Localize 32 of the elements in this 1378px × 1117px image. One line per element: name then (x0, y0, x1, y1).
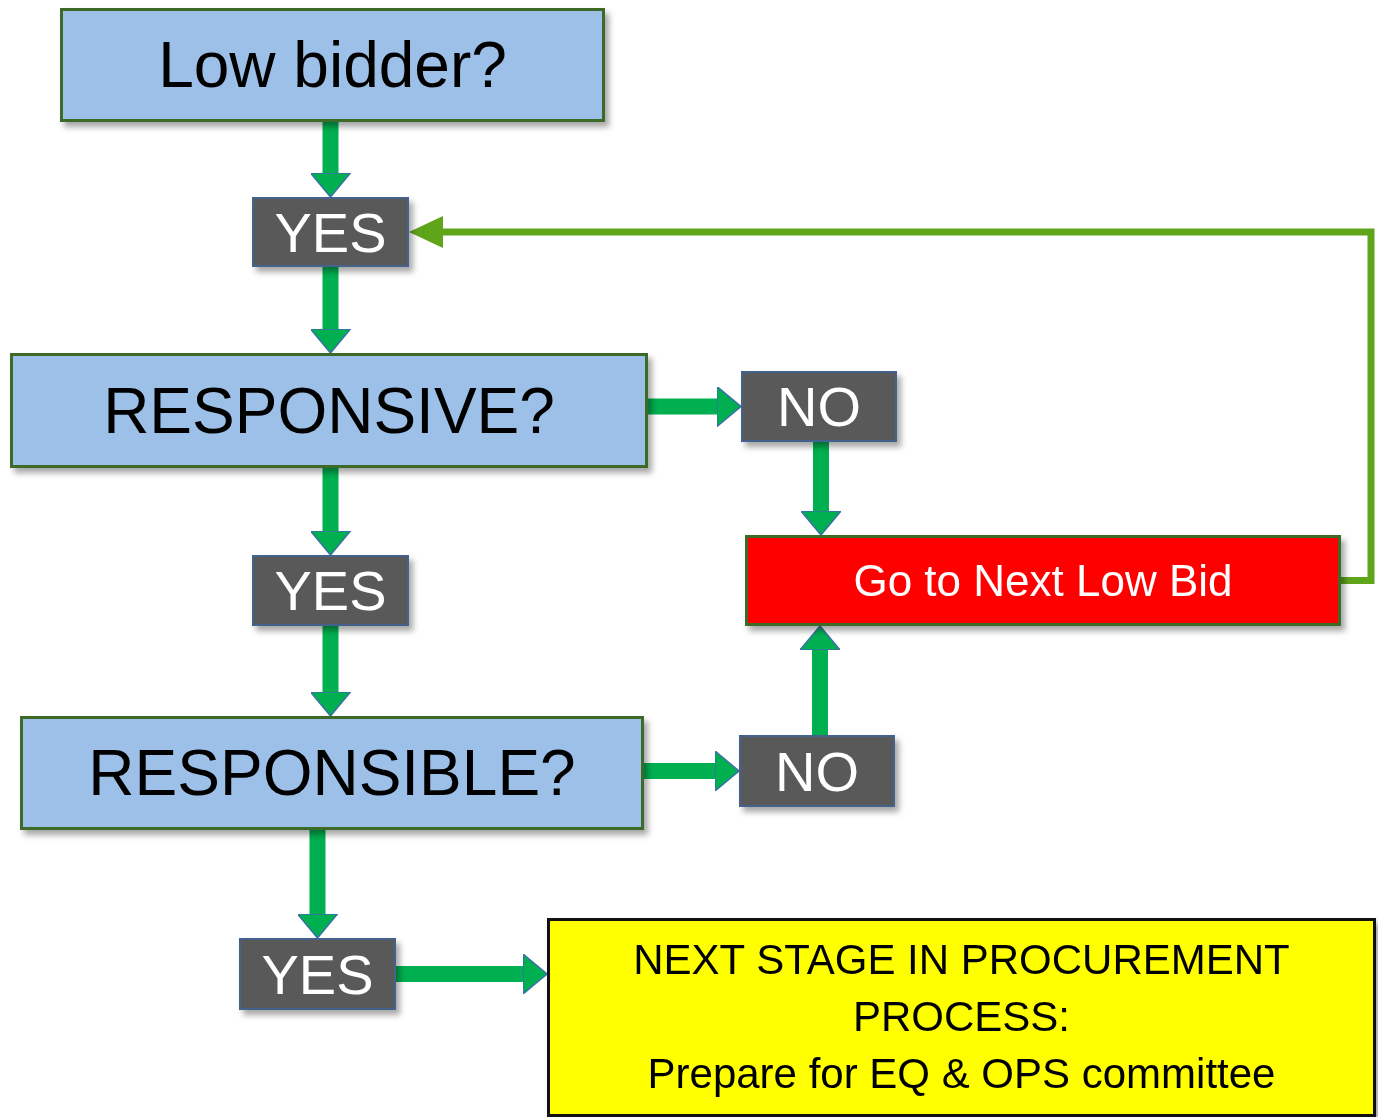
box-text: NO (775, 738, 859, 804)
answer-box (239, 938, 396, 1010)
block-arrow (396, 953, 548, 995)
box-text: YES (261, 941, 374, 1007)
answer-box (741, 371, 897, 442)
outcome-box (547, 918, 1376, 1117)
box-text: RESPONSIVE? (103, 373, 555, 448)
answer-box (739, 735, 895, 807)
block-arrow (799, 625, 841, 735)
block-arrow (309, 468, 352, 556)
decision-box (10, 353, 648, 468)
box-text: RESPONSIBLE? (88, 736, 576, 810)
decision-box (60, 8, 605, 122)
box-text: YES (274, 558, 387, 623)
action-box (745, 535, 1341, 626)
box-text: Go to Next Low Bid (853, 555, 1233, 606)
block-arrow (644, 750, 740, 792)
box-text: Prepare for EQ & OPS committee (647, 1048, 1276, 1099)
answer-box (252, 555, 409, 626)
block-arrow (800, 442, 842, 536)
decision-box (20, 716, 644, 830)
answer-box (252, 197, 409, 267)
block-arrow (648, 385, 742, 428)
box-text: YES (274, 199, 387, 265)
block-arrow (309, 122, 352, 198)
block-arrow (296, 830, 339, 939)
box-text: Low bidder? (158, 28, 507, 102)
box-text: NO (777, 374, 861, 439)
block-arrow (309, 267, 352, 354)
arrow (409, 216, 1375, 584)
box-text: NEXT STAGE IN PROCUREMENT PROCESS: (632, 935, 1291, 1043)
block-arrow (309, 626, 352, 717)
